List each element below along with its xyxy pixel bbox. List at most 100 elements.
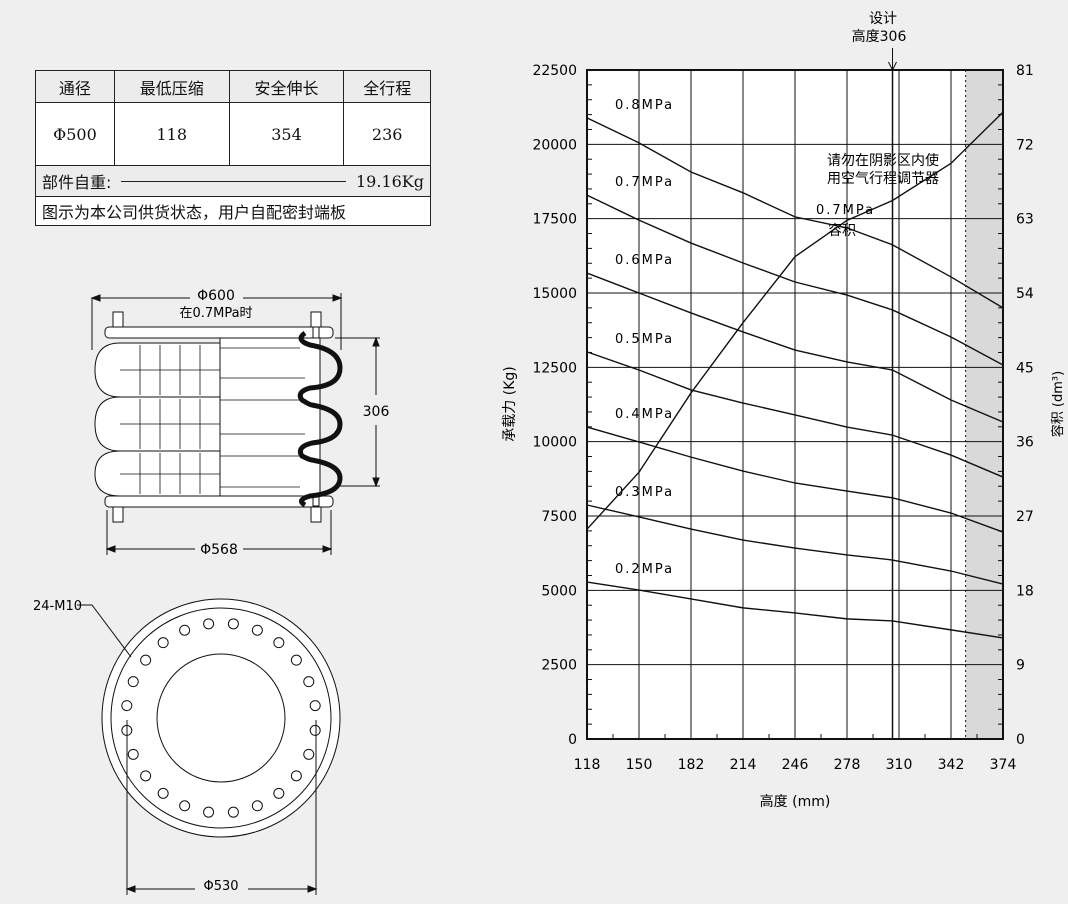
x-tick-label: 246 (782, 757, 809, 773)
volume-label-pressure: 0.7MPa (816, 203, 875, 218)
series-label: 0.5MPa (615, 332, 674, 347)
bolt-spec-label: 24-M10 (33, 599, 82, 614)
note-row: 图示为本公司供货状态，用户自配密封端板 (35, 196, 431, 226)
weight-value: 19.16Kg (356, 171, 424, 191)
volume-line (586, 111, 1004, 530)
weight-label: 部件自重: (42, 173, 112, 192)
bolt-hole (309, 724, 321, 736)
bolt-holes (121, 618, 321, 818)
shade-note-1: 请勿在阴影区内使 (827, 152, 939, 169)
bolt-hole (309, 700, 321, 712)
bolt-hole (290, 770, 302, 782)
bolt-hole (157, 787, 169, 799)
value-min-compression: 118 (113, 102, 230, 166)
y-tick-label: 17500 (532, 212, 577, 228)
leader-line (121, 180, 346, 182)
x-tick-label: 310 (886, 757, 913, 773)
y2-tick-label: 63 (1016, 212, 1034, 228)
bolt-hole (140, 770, 152, 782)
series-label: 0.8MPa (615, 98, 674, 113)
supply-note: 图示为本公司供货状态，用户自配密封端板 (35, 196, 431, 226)
x-tick-label: 118 (574, 757, 601, 773)
bolt-hole (273, 637, 285, 649)
x-tick-label: 374 (990, 757, 1017, 773)
y-axis-title: 承载力 (Kg) (502, 366, 518, 441)
x-tick-label: 278 (834, 757, 861, 773)
x-tick-label: 342 (938, 757, 965, 773)
series-line-0.5MPa (586, 351, 1004, 478)
y-tick-label: 15000 (532, 286, 577, 302)
y-tick-label: 12500 (532, 360, 577, 376)
bottom-diameter-label: Φ568 (200, 542, 238, 558)
y-tick-label: 7500 (541, 509, 577, 525)
bolt-hole (227, 618, 239, 630)
series-label: 0.3MPa (615, 485, 674, 500)
bolt-hole (157, 637, 169, 649)
series-label: 0.2MPa (615, 562, 674, 577)
plot-frame (586, 69, 1004, 740)
series-label: 0.4MPa (615, 407, 674, 422)
tick-labels: 118 150 182 214 246 278 310 342 374 0 0 2500 9 5000 18… (532, 63, 1033, 773)
y2-axis-title: 容积 (dm³) (1050, 371, 1066, 437)
bolt-hole (140, 654, 152, 666)
bolt-hole (127, 676, 139, 688)
y-tick-label: 20000 (532, 137, 577, 153)
shade-note-2: 用空气行程调节器 (827, 171, 939, 187)
design-label-2: 高度306 (852, 28, 907, 45)
spec-value-row: Φ500 118 354 236 (35, 102, 431, 166)
bolt-hole (303, 676, 315, 688)
volume-label: 容积 (828, 222, 856, 239)
series-label: 0.7MPa (615, 175, 674, 190)
y2-tick-label: 0 (1016, 732, 1025, 748)
y-tick-label: 2500 (541, 658, 577, 674)
bolt-hole (303, 748, 315, 760)
series-line-0.8MPa (586, 117, 1004, 309)
bolt-circle-label: Φ530 (203, 879, 238, 894)
x-tick-label: 182 (678, 757, 705, 773)
bolt-hole (203, 806, 215, 818)
x-tick-label: 150 (626, 757, 653, 773)
series-line-0.2MPa (586, 581, 1004, 639)
weight-row: 部件自重: 19.16Kg (35, 165, 431, 197)
y2-tick-label: 27 (1016, 509, 1034, 525)
series-line-0.7MPa (586, 194, 1004, 366)
value-safe-extension: 354 (228, 102, 345, 166)
bolt-hole (251, 624, 263, 636)
y2-tick-label: 81 (1016, 63, 1034, 79)
height-label: 306 (363, 404, 390, 420)
y2-tick-label: 54 (1016, 286, 1034, 302)
header-full-stroke: 全行程 (343, 70, 431, 103)
y2-tick-label: 72 (1016, 137, 1034, 153)
design-label-1: 设计 (869, 11, 897, 27)
x-axis-title: 高度 (mm) (760, 793, 831, 810)
bolt-hole (179, 624, 191, 636)
spec-table: 通径 最低压缩 安全伸长 全行程 Φ500 118 354 236 部件自重:1… (35, 70, 431, 226)
design-arrow-icon (888, 48, 897, 72)
y-tick-label: 5000 (541, 583, 577, 599)
header-safe-extension: 安全伸长 (228, 70, 345, 103)
top-diameter-label: Φ600 (197, 288, 235, 304)
bolt-hole (251, 800, 263, 812)
bolt-hole (273, 787, 285, 799)
series-label: 0.6MPa (615, 253, 674, 268)
y-tick-label: 22500 (532, 63, 577, 79)
x-tick-label: 214 (730, 757, 757, 773)
bolt-hole (179, 800, 191, 812)
series-line-0.3MPa (586, 504, 1004, 585)
series-line-0.6MPa (586, 272, 1004, 423)
pressure-condition-label: 在0.7MPa时 (179, 306, 252, 321)
bellows-drawing: Φ600 在0.7MPa时 306 Φ568 24-M10 Φ530 (33, 288, 390, 895)
series-lines: 0.8MPa 0.7MPa 0.6MPa 0.5MPa 0.4MPa 0.3MPa 0.2M… (586, 98, 1004, 639)
y2-tick-label: 18 (1016, 583, 1034, 599)
y-tick-label: 10000 (532, 435, 577, 451)
bolt-hole (121, 700, 133, 712)
spec-header-row: 通径 最低压缩 安全伸长 全行程 (35, 70, 431, 103)
bolt-hole (127, 748, 139, 760)
bolt-hole (290, 654, 302, 666)
value-full-stroke: 236 (343, 102, 431, 166)
y2-tick-label: 36 (1016, 435, 1034, 451)
bolt-hole (227, 806, 239, 818)
y2-tick-label: 9 (1016, 658, 1025, 674)
y-tick-label: 0 (568, 732, 577, 748)
